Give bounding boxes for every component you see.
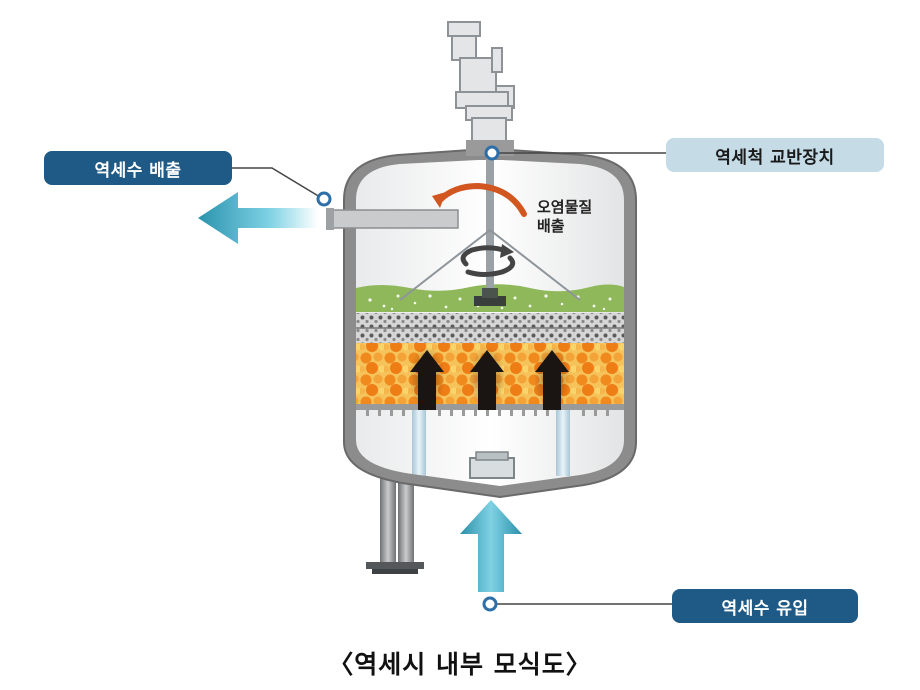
leader-lines bbox=[232, 152, 672, 605]
label-pollutant-line1: 오염물질 bbox=[537, 198, 593, 216]
inlet-fitting bbox=[469, 457, 515, 479]
pollutant-curve-arrow bbox=[432, 182, 527, 217]
backwash-out-arrow bbox=[198, 192, 318, 244]
label-pollutant-discharge: 오염물질 배출 bbox=[537, 198, 592, 236]
label-pollutant-line2: 배출 bbox=[537, 217, 565, 235]
inner-pipe-right bbox=[556, 410, 570, 476]
vessel-legs bbox=[366, 468, 424, 574]
agitator-motor bbox=[447, 21, 515, 151]
underdrain-nozzles bbox=[366, 410, 609, 416]
backwash-in-arrow bbox=[460, 500, 522, 592]
outlet-pipe bbox=[326, 208, 459, 230]
label-backwash-in: 역세수 유입 bbox=[672, 589, 858, 623]
upflow-arrows bbox=[409, 346, 570, 410]
label-backwash-agitator: 역세척 교반장치 bbox=[666, 138, 884, 172]
label-backwash-out: 역세수 배출 bbox=[44, 151, 232, 185]
connector-circle-icons bbox=[316, 145, 500, 612]
agitator bbox=[399, 112, 581, 306]
rotation-arrow-icon bbox=[460, 244, 516, 277]
inner-pipe-left bbox=[412, 410, 426, 476]
diagram-caption: 〈역세시 내부 모식도〉 bbox=[328, 650, 592, 679]
green-media-dots bbox=[368, 294, 612, 311]
